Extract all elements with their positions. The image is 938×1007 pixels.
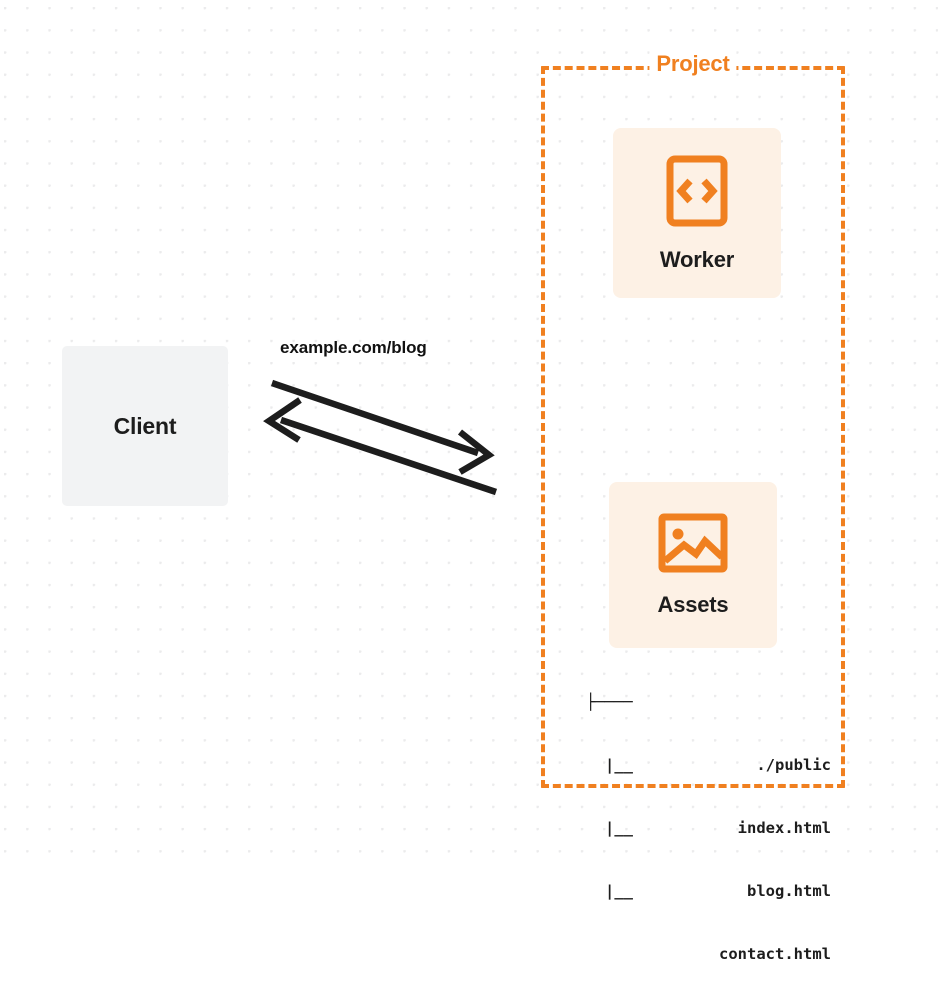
code-brackets-icon	[665, 154, 729, 233]
response-arrow	[263, 397, 498, 496]
project-group: Project Worker Assets	[541, 51, 845, 963]
assets-label: Assets	[657, 591, 729, 617]
file-tree-row: |__ blog.html	[586, 818, 831, 900]
tree-item-label: contact.html	[719, 945, 831, 963]
connection-label: example.com/blog	[280, 338, 427, 357]
project-title: Project	[649, 51, 737, 77]
assets-file-tree: ├──── ./public |__ index.html |__ blog.h…	[586, 650, 831, 963]
tree-item-label: index.html	[737, 819, 831, 837]
file-tree-row: ├──── ./public	[586, 692, 831, 774]
client-node[interactable]: Client	[62, 346, 228, 506]
worker-label: Worker	[659, 246, 735, 272]
assets-node[interactable]: Assets	[609, 482, 777, 648]
diagram-canvas: Client example.com/blog Project	[0, 0, 938, 963]
tree-item-label: ./public	[756, 756, 831, 774]
image-icon	[658, 513, 728, 578]
worker-node[interactable]: Worker	[613, 128, 781, 298]
request-arrow	[270, 379, 495, 475]
tree-branch-glyph: |__	[605, 882, 633, 900]
tree-branch-glyph: |__	[605, 756, 633, 774]
file-tree-row: |__ contact.html	[586, 881, 831, 963]
tree-branch-glyph: |__	[605, 819, 633, 837]
tree-branch-glyph: ├────	[586, 693, 633, 711]
client-label: Client	[113, 412, 177, 439]
file-tree-row: |__ index.html	[586, 755, 831, 837]
